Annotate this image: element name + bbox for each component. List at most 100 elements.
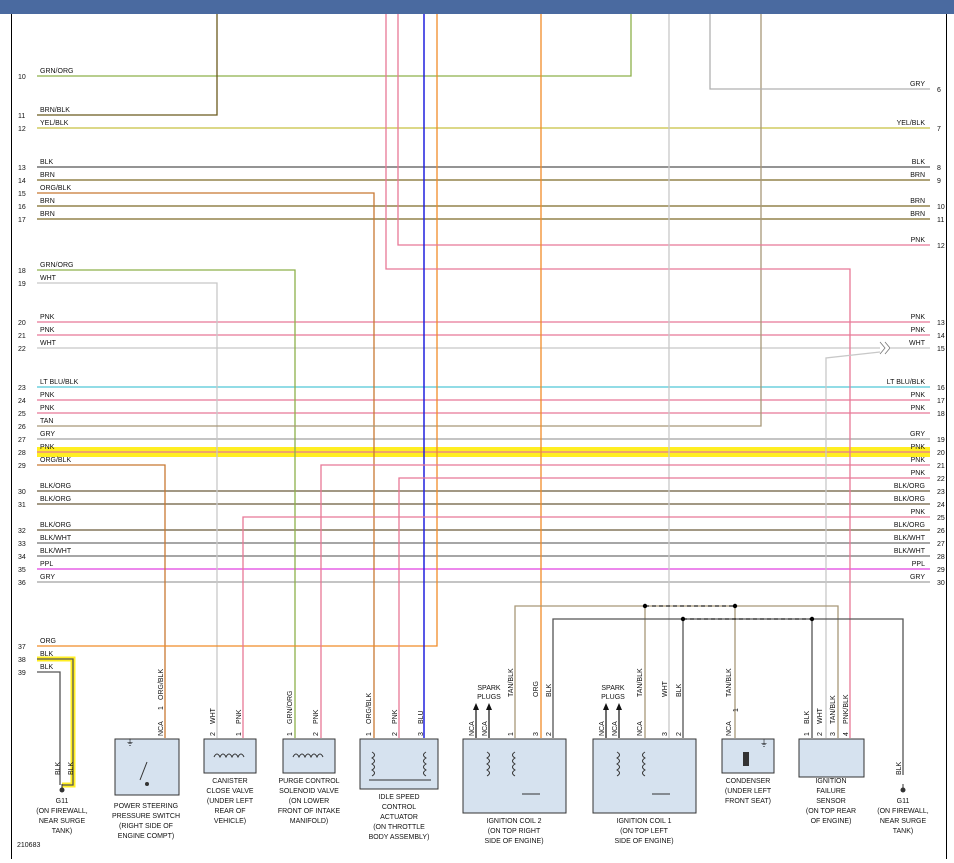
g11-left-caption-2: (ON FIREWALL,: [36, 808, 88, 815]
ignition-coil-1: [592, 738, 697, 814]
ps-caption-2: PRESSURE SWITCH: [112, 813, 180, 820]
svg-text:⏚: ⏚: [760, 739, 768, 748]
ifs-wire-blk: BLK: [804, 710, 811, 724]
condenser-caption-2: (UNDER LEFT: [725, 788, 772, 795]
wire-right-22-idle: [398, 477, 930, 738]
ignition-failure-sensor: [798, 738, 865, 778]
left-pin-label-19: WHT: [40, 275, 57, 282]
left-pin-label-21: PNK: [40, 327, 55, 334]
g11-left-caption-1: G11: [56, 798, 69, 805]
left-pin-label-30: BLK/ORG: [40, 483, 71, 490]
right-pin-number-6: 6: [937, 87, 941, 94]
canister-caption-3: (UNDER LEFT: [207, 798, 254, 805]
wire-pin-11: [37, 14, 218, 116]
canister-close-valve: [203, 738, 257, 774]
left-pin-number-11: 11: [18, 113, 25, 120]
purge-caption-2: SOLENOID VALVE: [279, 788, 339, 795]
idle-wire-pnk: PNK: [392, 709, 399, 724]
g11-left-wire-label: BLK: [55, 761, 62, 775]
right-pin-number-12: 12: [937, 243, 945, 250]
condenser-pin-1: 1: [733, 708, 740, 712]
left-pin-number-15: 15: [18, 191, 26, 198]
right-pin-number-7: 7: [937, 126, 941, 133]
ifs-wire-pnkblk: PNK/BLK: [843, 694, 850, 724]
right-pin-label-13: PNK: [911, 314, 926, 321]
left-pin-label-12: YEL/BLK: [40, 120, 69, 127]
left-pin-number-39: 39: [18, 670, 26, 677]
right-pin-label-22: PNK: [911, 470, 926, 477]
purge-caption-3: (ON LOWER: [289, 798, 329, 805]
wire-pin-39: [37, 671, 61, 785]
purge-wire-grnorg: GRN/ORG: [287, 691, 294, 724]
right-pin-number-28: 28: [937, 554, 945, 561]
idle-caption-4: (ON THROTTLE: [373, 824, 425, 831]
spark-plug-arrow: [486, 703, 492, 710]
right-pin-label-26: BLK/ORG: [894, 522, 925, 529]
right-pin-number-15: 15: [937, 346, 945, 353]
coil1-pin-nca-c: NCA: [637, 721, 644, 736]
left-pin-label-15: ORG/BLK: [40, 185, 71, 192]
purge-caption-4: FRONT OF INTAKE: [278, 808, 341, 815]
ground-g11-right: [900, 784, 906, 793]
purge-caption-5: MANIFOLD): [290, 818, 329, 825]
right-pin-number-9: 9: [937, 178, 941, 185]
ps-pin-1: 1: [158, 706, 165, 710]
canister-wire-wht: WHT: [210, 707, 217, 724]
right-pin-label-24: BLK/ORG: [894, 496, 925, 503]
idle-caption-2: CONTROL: [382, 804, 416, 811]
wire-layer: [37, 14, 930, 788]
idle-wire-blu: BLU: [418, 710, 425, 724]
spark-plug-arrow: [616, 703, 622, 710]
coil2-caption-1: IGNITION COIL 2: [487, 818, 542, 825]
right-pin-number-21: 21: [937, 463, 945, 470]
wire-break-symbol: [879, 341, 891, 355]
coil2-spark-label-2: PLUGS: [477, 694, 501, 701]
g11-left-caption-3: NEAR SURGE: [39, 818, 86, 825]
purge-caption-1: PURGE CONTROL: [278, 778, 339, 785]
right-pin-number-20: 20: [937, 450, 945, 457]
wire-pin-38: [37, 658, 74, 786]
coil2-wire-tanblk: TAN/BLK: [508, 668, 515, 697]
vertical-labels: BLK BLK BLK NCA 1 ORG/BLK 2 WHT 1 PNK 1 …: [55, 668, 903, 775]
right-pin-label-21: PNK: [911, 457, 926, 464]
right-pin-number-29: 29: [937, 567, 945, 574]
idle-speed-actuator: [359, 738, 439, 790]
left-pin-number-19: 19: [18, 281, 26, 288]
coil2-pin-1: 1: [508, 732, 515, 736]
left-pin-label-14: BRN: [40, 172, 55, 179]
coil1-pin-nca-b: NCA: [612, 721, 619, 736]
right-pin-label-15: WHT: [909, 340, 926, 347]
left-pin-number-36: 36: [18, 580, 26, 587]
wire-wht-ifs: [825, 351, 881, 738]
right-pin-number-23: 23: [937, 489, 945, 496]
left-pin-number-33: 33: [18, 541, 26, 548]
left-pin-number-10: 10: [18, 74, 26, 81]
right-pin-number-24: 24: [937, 502, 945, 509]
idle-caption-3: ACTUATOR: [380, 814, 418, 821]
right-pin-label-20: PNK: [911, 444, 926, 451]
right-pin-number-18: 18: [937, 411, 945, 418]
wire-pin-29-ps: [37, 464, 166, 738]
left-pin-label-10: GRN/ORG: [40, 68, 73, 75]
left-pin-label-34: BLK/WHT: [40, 548, 72, 555]
right-pin-label-29: PPL: [912, 561, 925, 568]
right-pin-number-11: 11: [937, 217, 944, 224]
g11-right-caption-1: G11: [897, 798, 910, 805]
left-pin-number-26: 26: [18, 424, 26, 431]
coil2-wire-blk: BLK: [546, 683, 553, 697]
right-pin-label-14: PNK: [911, 327, 926, 334]
g11-right-caption-3: NEAR SURGE: [880, 818, 927, 825]
splice-dot: [642, 603, 648, 609]
right-pin-label-25: PNK: [911, 509, 926, 516]
right-pin-label-23: BLK/ORG: [894, 483, 925, 490]
right-pin-label-12: PNK: [911, 237, 926, 244]
coil2-spark-label-1: SPARK: [477, 685, 501, 692]
right-pin-number-17: 17: [937, 398, 945, 405]
left-pin-label-31: BLK/ORG: [40, 496, 71, 503]
left-pin-label-23: LT BLU/BLK: [40, 379, 79, 386]
left-pin-number-32: 32: [18, 528, 26, 535]
purge-wire-pnk: PNK: [313, 709, 320, 724]
window-top-bar: [0, 0, 954, 14]
wire-right-21-purge: [320, 464, 930, 738]
left-pin-label-28: PNK: [40, 444, 55, 451]
